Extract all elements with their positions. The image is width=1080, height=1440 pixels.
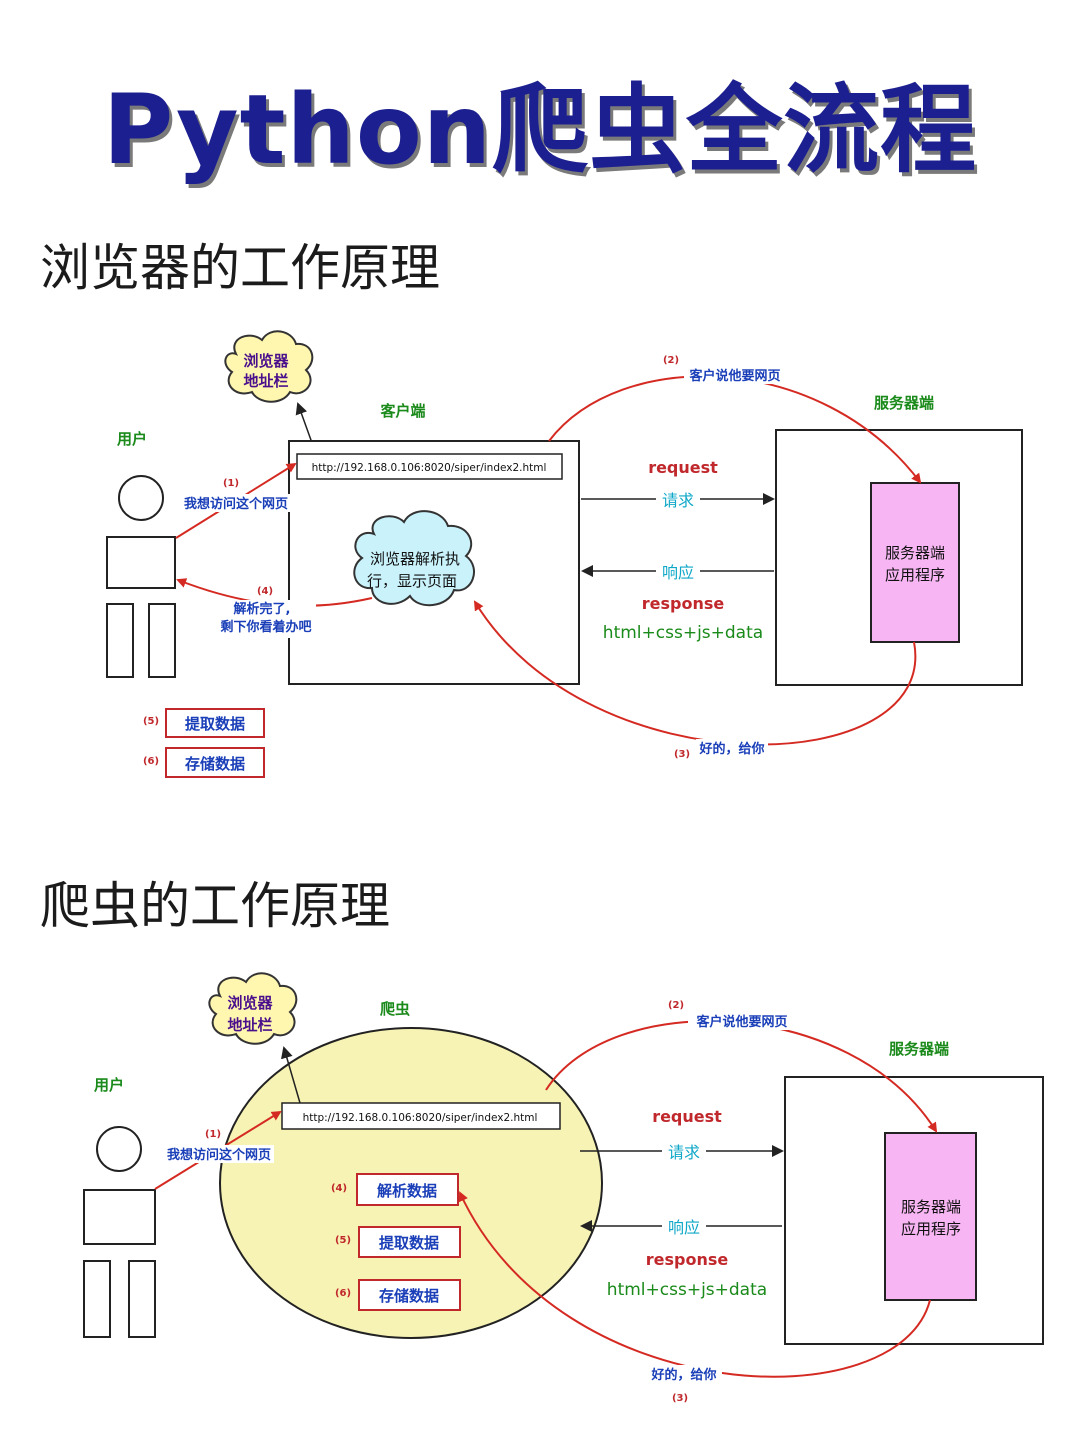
address-bar-label-line1: 浏览器 [243,352,289,370]
request-en-label-crawler: request [652,1107,722,1126]
server-app-line2: 应用程序 [885,566,945,584]
step6-box [165,747,265,778]
step5-number: (5) [143,716,159,727]
browser-diagram: 浏览器 地址栏 用户 客户端 http://192.168.0.106:8020… [106,330,1023,778]
step4-box-crawler [356,1173,459,1206]
address-bar-crawler-pointer [281,1046,301,1104]
address-bar-cloud: 浏览器 地址栏 [224,330,314,403]
step4-number: (4) [257,586,273,597]
browser-section-heading: 浏览器的工作原理 [40,239,440,297]
step3-number-crawler: (3) [672,1393,688,1404]
response-cn-label-crawler: 响应 [668,1218,700,1237]
user-label-crawler: 用户 [94,1076,124,1094]
step2-number-crawler: (2) [668,1000,684,1011]
step6-label-crawler: 存储数据 [379,1287,439,1305]
url-bar[interactable] [296,453,563,480]
server-app-line1: 服务器端 [885,544,945,562]
response-en-label: response [642,594,725,613]
step4-label-line2: 剩下你看着办吧 [220,619,311,635]
step5-box [165,708,265,738]
step6-box-crawler [358,1279,461,1311]
request-en-label: request [648,458,718,477]
step4-label-line1: 解析完了, [233,601,291,617]
address-bar-crawler-line2: 地址栏 [227,1016,272,1034]
user-label: 用户 [117,430,147,448]
crawler-diagram: 爬虫 浏览器 地址栏 用户 http://192.168.0.106:8020/… [83,972,1044,1404]
crawler-section-heading: 爬虫的工作原理 [40,877,390,935]
step6-number: (6) [143,756,159,767]
server-label-crawler: 服务器端 [889,1040,949,1058]
address-bar-cloud-crawler: 浏览器 地址栏 [208,972,298,1045]
response-en-label-crawler: response [646,1250,729,1269]
step6-number-crawler: (6) [335,1288,351,1299]
response-cn-label: 响应 [662,563,694,582]
step5-number-crawler: (5) [335,1235,351,1246]
client-label: 客户端 [379,402,425,420]
step1-number-crawler: (1) [205,1129,221,1140]
payload-label-crawler: html+css+js+data [607,1280,767,1300]
step3-number: (3) [674,749,690,760]
parse-cloud-line2: 行，显示页面 [367,572,457,590]
server-app-crawler-line1: 服务器端 [901,1198,961,1216]
step2-number: (2) [663,355,679,366]
address-bar-crawler-line1: 浏览器 [227,994,273,1012]
step5-label-crawler: 提取数据 [379,1234,439,1252]
server-app-crawler-line2: 应用程序 [901,1220,961,1238]
step6-label: 存储数据 [185,755,245,773]
server-app-box-crawler [884,1132,977,1301]
step2-label-crawler: 客户说他要网页 [696,1014,787,1030]
step5-box-crawler [358,1226,461,1258]
step3-label-crawler: 好的，给你 [650,1367,716,1383]
page-title: Python爬虫全流程 [102,74,978,186]
step1-label-crawler: 我想访问这个网页 [167,1147,271,1163]
step2-label: 客户说他要网页 [689,368,780,384]
parse-cloud: 浏览器解析执 行，显示页面 [353,510,475,607]
payload-label: html+css+js+data [603,623,763,643]
user-figure-crawler-icon [83,1126,156,1338]
server-label: 服务器端 [874,394,934,412]
address-bar-label-line2: 地址栏 [243,372,288,390]
url-text-crawler: http://192.168.0.106:8020/siper/index2.h… [303,1112,538,1124]
request-cn-label-crawler: 请求 [668,1143,700,1162]
step5-label: 提取数据 [185,715,245,733]
step4-number-crawler: (4) [331,1183,347,1194]
crawler-label: 爬虫 [379,1000,410,1018]
step3-label: 好的，给你 [698,741,764,757]
request-cn-label: 请求 [662,491,694,510]
user-figure-icon [106,475,176,678]
parse-cloud-line1: 浏览器解析执 [370,550,460,568]
step1-label: 我想访问这个网页 [184,496,288,512]
step4-label-crawler: 解析数据 [377,1182,437,1200]
url-bar-crawler[interactable] [281,1102,561,1130]
url-text: http://192.168.0.106:8020/siper/index2.h… [312,462,547,474]
server-app-box [870,482,960,643]
step1-number: (1) [223,478,239,489]
